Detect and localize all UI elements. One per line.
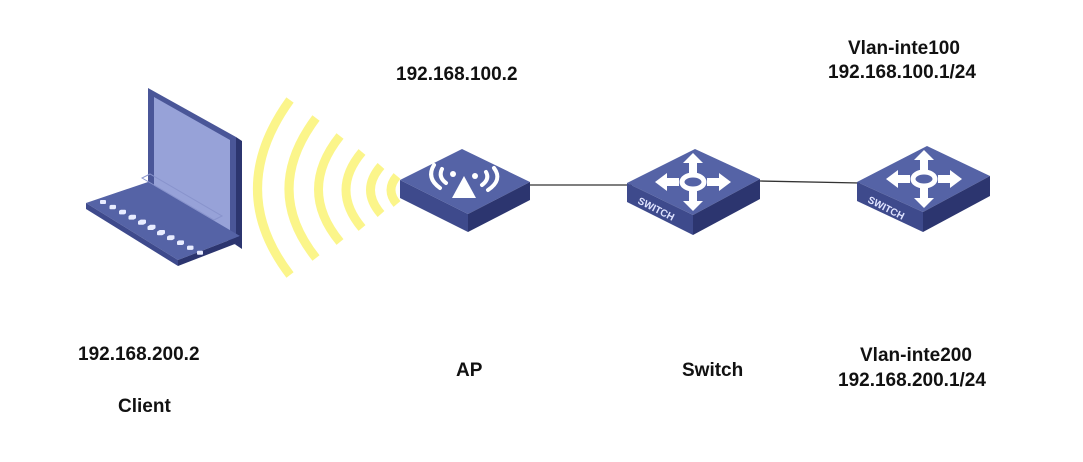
core-switch-icon[interactable]: SWITCH xyxy=(857,146,990,232)
laptop-key xyxy=(130,214,136,219)
switch-icon[interactable]: SWITCH xyxy=(627,149,760,235)
laptop-key xyxy=(187,245,194,250)
access-point-icon[interactable] xyxy=(400,149,530,232)
ap-name-label: AP xyxy=(456,360,483,381)
laptop-key xyxy=(159,230,165,234)
vlan100-name-label: Vlan-inte100 xyxy=(848,38,960,59)
vlan100-ip-label: 192.168.100.1/24 xyxy=(828,62,976,83)
link-switch-core-switch xyxy=(759,180,861,184)
laptop-key xyxy=(120,209,126,214)
arrows-glyph-icon xyxy=(886,150,962,208)
wifi-glyph-icon xyxy=(429,163,500,192)
switch-name-label: Switch xyxy=(682,360,744,381)
vlan200-ip-label: 192.168.200.1/24 xyxy=(838,370,986,391)
laptop-key xyxy=(168,235,175,240)
vlan200-name-label: Vlan-inte200 xyxy=(860,345,972,366)
laptop-key xyxy=(178,240,184,245)
client-name-label: Client xyxy=(118,396,171,417)
arrows-glyph-icon xyxy=(655,153,731,211)
wireless-signal-icon xyxy=(253,97,401,278)
laptop-icon[interactable] xyxy=(86,88,242,266)
laptop-key xyxy=(149,224,156,229)
laptop-key xyxy=(110,204,116,209)
client-ip-label: 192.168.200.2 xyxy=(78,344,200,365)
laptop-key xyxy=(100,200,106,204)
laptop-key xyxy=(140,219,146,224)
laptop-key xyxy=(197,250,203,255)
ap-ip-label: 192.168.100.2 xyxy=(396,64,518,85)
